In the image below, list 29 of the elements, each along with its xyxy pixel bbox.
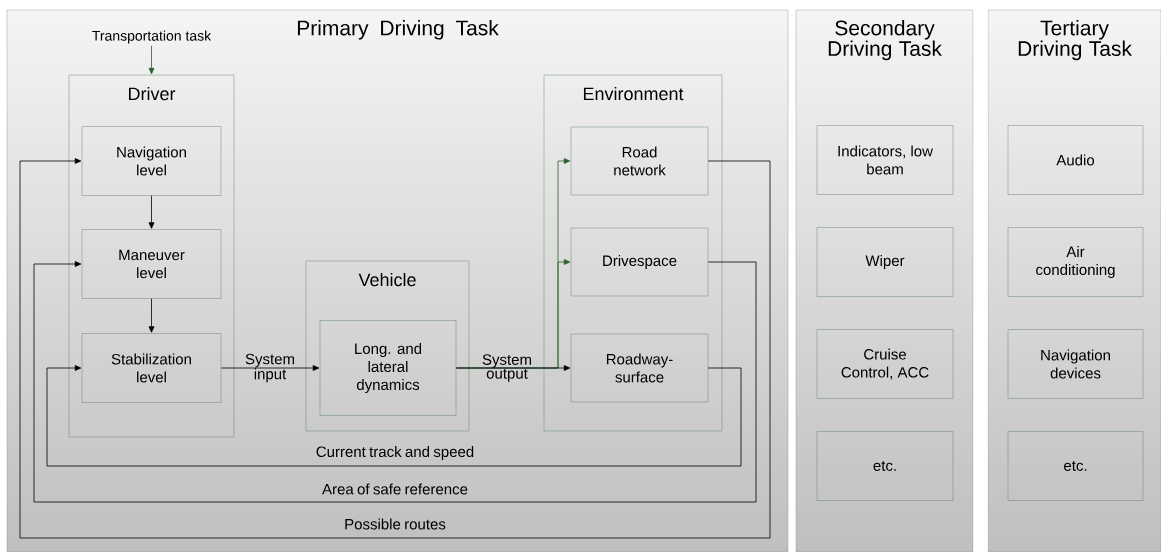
- arrow: [148, 298, 155, 333]
- process-box: Drivespace: [570, 227, 709, 297]
- arrow: [220, 365, 320, 371]
- task-box: Wiper: [816, 227, 954, 297]
- task-box: etc.: [816, 431, 954, 501]
- feedback-arrow: [46, 365, 742, 467]
- edge-label: Current track and speed: [316, 446, 474, 460]
- arrow: [148, 45, 155, 75]
- task-box: etc.: [1007, 431, 1144, 501]
- edge-label: Area of safe reference: [322, 483, 468, 495]
- feedback-arrow: [33, 261, 757, 503]
- process-box: Stabilization level: [81, 333, 222, 403]
- task-box: Audio: [1007, 125, 1144, 195]
- edge-label: System output: [482, 354, 531, 382]
- feedback-arrow: [19, 158, 771, 539]
- task-label: Transportation task: [92, 30, 212, 44]
- task-box: Navigation devices: [1007, 329, 1144, 399]
- arrow: [455, 365, 571, 371]
- process-box: Maneuver level: [81, 229, 222, 299]
- task-box: Indicators, low beam: [816, 125, 954, 195]
- edge-label: Possible routes: [345, 518, 446, 530]
- arrow: [148, 195, 155, 229]
- process-box: Long. and lateral dynamics: [319, 320, 457, 416]
- task-box: Air conditioning: [1007, 227, 1144, 297]
- process-box: Roadway-surface: [570, 333, 709, 403]
- task-box: Cruise Control, ACC: [816, 329, 954, 399]
- edge-label: System input: [245, 353, 294, 383]
- process-box: Navigation level: [81, 126, 222, 196]
- process-box: Road network: [570, 126, 709, 196]
